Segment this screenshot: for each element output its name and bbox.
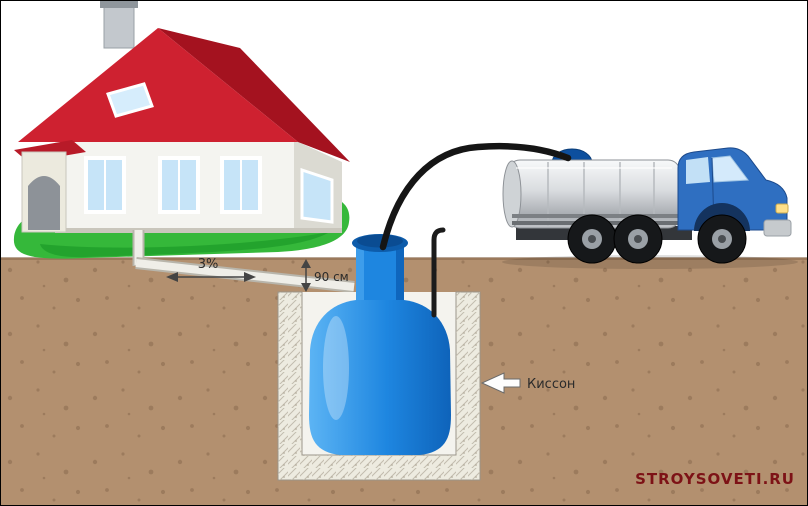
slope-arrow-right-head (244, 272, 256, 282)
slope-label: 3% (198, 257, 219, 272)
roof-side-slope (158, 28, 350, 162)
tank-body (309, 300, 451, 455)
roof-skylight-window (106, 82, 154, 118)
rear-wheel-outer (567, 214, 617, 264)
facade-windows (84, 156, 262, 214)
front-wheel (697, 214, 747, 264)
vacuum-truck (502, 147, 798, 269)
caisson-callout: Киссон (480, 372, 575, 394)
house (14, 0, 350, 233)
slope-marker: 3% (166, 257, 256, 282)
chimney-cap (100, 0, 138, 8)
tank-highlight (323, 316, 349, 420)
porch-arch-opening (28, 176, 60, 230)
roof-front-slope (18, 28, 298, 142)
depth-label: 90 см (314, 270, 349, 284)
watermark-text: STROYSOVETI.RU (635, 470, 795, 488)
caisson-label: Киссон (527, 377, 575, 392)
tank-cap (357, 234, 403, 248)
headlight (775, 203, 789, 214)
tank-neck-shade (396, 242, 404, 306)
house-foundation (55, 228, 342, 233)
depth-arrow-bottom-head (301, 283, 311, 292)
depth-marker: 90 см (301, 259, 349, 292)
caisson-hatch (278, 292, 480, 480)
vent-pipe (431, 227, 446, 318)
chimney (103, 1, 135, 49)
depth-arrow-top-head (301, 259, 311, 268)
tank-neck-highlight (356, 242, 364, 306)
front-bumper (763, 219, 792, 237)
slope-arrow-left-head (166, 272, 178, 282)
cab-side-window (686, 157, 710, 184)
rear-wheel-inner (613, 214, 663, 264)
grass-shadow (40, 232, 330, 258)
windshield (711, 155, 749, 183)
suction-hose (379, 142, 572, 251)
caisson-arrow-icon (480, 372, 521, 394)
septic-tank (309, 227, 451, 455)
side-wall-window (300, 167, 334, 224)
cistern-end-cap (502, 160, 522, 228)
